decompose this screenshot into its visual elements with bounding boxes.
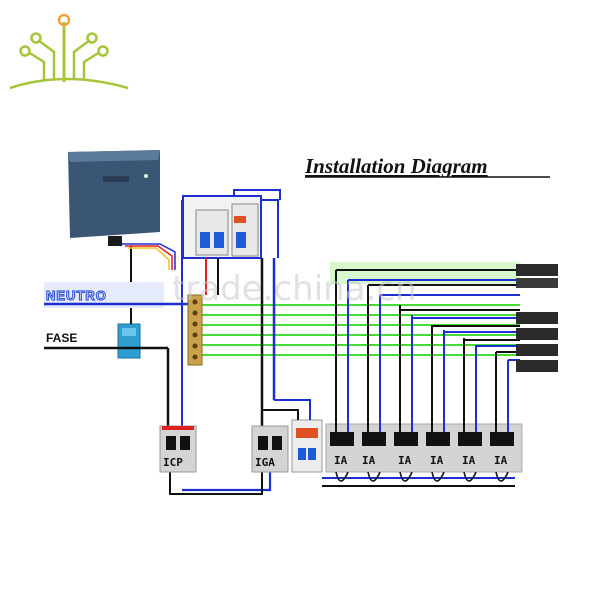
- iga-label: IGA: [255, 456, 275, 469]
- logo-circuit-icon: [9, 13, 129, 90]
- ia-breaker-5: IA: [458, 432, 482, 467]
- ia-breaker-row: IA IA IA IA IA IA: [325, 423, 523, 473]
- diagram-title: Installation Diagram: [304, 154, 488, 178]
- icp-label: ICP: [163, 456, 183, 469]
- fase-line: FASE: [44, 331, 170, 428]
- output-cables: [516, 264, 558, 372]
- current-transformer: [117, 323, 141, 359]
- fase-label: FASE: [46, 331, 77, 345]
- ia-label-5: IA: [462, 454, 476, 467]
- rcbo-device: [182, 195, 262, 259]
- ia-label-4: IA: [430, 454, 444, 467]
- ia-breaker-6: IA: [490, 432, 514, 467]
- neutro-label: NEUTRO: [46, 288, 107, 303]
- earth-wires: [200, 262, 520, 356]
- busbar: [187, 294, 203, 366]
- ia-label-1: IA: [334, 454, 348, 467]
- meter-enclosure: [68, 150, 160, 246]
- ia-label-6: IA: [494, 454, 508, 467]
- rcd-device: [291, 419, 323, 473]
- icp-breaker: ICP: [159, 425, 197, 473]
- iga-breaker: IGA: [251, 425, 289, 473]
- watermark: trade.china.cn: [172, 269, 417, 309]
- meter-wires: [122, 243, 176, 270]
- ia-breaker-4: IA: [426, 432, 450, 467]
- circuit-wires: [335, 269, 520, 432]
- ia-breaker-3: IA: [394, 432, 418, 467]
- ia-breaker-1: IA: [330, 432, 354, 467]
- ia-breaker-2: IA: [362, 432, 386, 467]
- neutro-line: NEUTRO: [44, 282, 200, 308]
- ia-label-3: IA: [398, 454, 412, 467]
- ia-label-2: IA: [362, 454, 376, 467]
